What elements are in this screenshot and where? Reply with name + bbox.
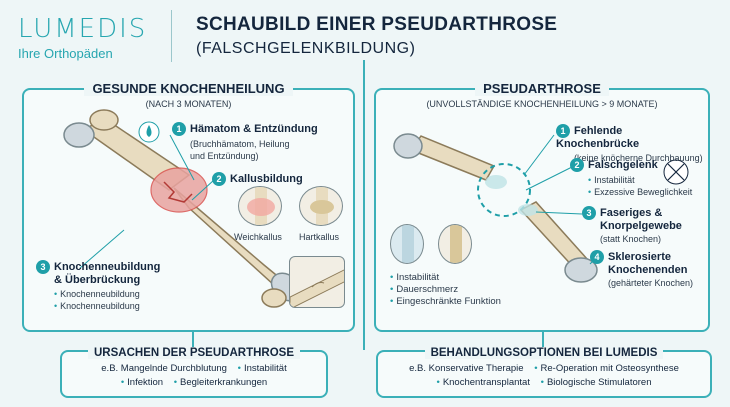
cartilage-tissue-inset [438,224,472,264]
connector-center-vertical [363,60,365,350]
pseudo-item-4-title-2: Knochenenden [608,264,688,276]
healthy-healing-heading: GESUNDE KNOCHENHEILUNG [84,81,293,96]
treatment-3: Knochentransplantat [436,377,529,388]
fibrous-tissue-inset [390,224,424,264]
healthy-item-1-title: Hämatom & Entzündung [190,122,318,135]
pseudo-item-3-title-2: Knorpelgewebe [600,220,682,232]
header-divider [171,10,172,62]
page-title: SCHAUBILD EINER PSEUDARTHROSE (FALSCHGEL… [196,14,557,58]
cause-3: Infektion [121,377,163,388]
united-bone-inset [289,256,345,308]
pseudarthrosis-heading: PSEUDARTHROSE [475,81,609,96]
healthy-item-3-title-2: & Überbrückung [54,274,141,286]
pseudo-item-4-detail: (gehärteter Knochen) [608,278,694,288]
pseudo-item-1-title: Fehlende Knochenbrücke [556,124,640,150]
hard-callus-inset [299,186,343,226]
connector-right-bottom [542,332,544,350]
treatment-1: e.B. Konservative Therapie [409,363,524,374]
pseudo-item-4: 4 Sklerosierte Knochenenden (gehärteter K… [590,250,693,289]
united-bone-image [290,269,344,307]
symptoms-list: Instabilität Dauerschmerz Eingeschränkte… [390,272,501,308]
title-line-1: SCHAUBILD EINER PSEUDARTHROSE [196,14,558,35]
logo-name: LUMEDIS [18,14,148,44]
healthy-item-1: 1 Hämatom & Entzündung (Bruchhämatom, Hei… [172,122,318,162]
symptom-2: Dauerschmerz [390,284,501,296]
cause-1: e.B. Mangelnde Durchblutung [101,363,227,374]
treatment-4: Biologische Stimulatoren [541,377,652,388]
pseudarthrosis-subheading: (UNVOLLSTÄNDIGE KNOCHENHEILUNG > 9 MONAT… [426,99,658,109]
treatment-row-1: e.B. Konservative Therapie Re-Operation … [378,363,710,374]
logo-tagline: Ihre Orthopäden [18,46,113,61]
title-line-2: (FALSCHGELENKBILDUNG) [196,40,416,57]
pseudo-step-number-3: 3 [582,206,596,220]
pseudo-item-2-detail-1: Instabilität [588,174,692,186]
healthy-item-3-detail-1: Knochenneubildung [54,288,160,300]
pseudo-item-2: 2 Falschgelenk Instabilität Exzessive Bew… [570,158,692,198]
pseudo-step-number-1: 1 [556,124,570,138]
treatment-heading: BEHANDLUNGSOPTIONEN BEI LUMEDIS [424,347,664,359]
pseudo-step-number-4: 4 [590,250,604,264]
connector-left-bottom [192,332,194,350]
pseudo-item-2-title: Falschgelenk [588,158,658,171]
pseudarthrosis-bone-illustration [393,133,689,283]
cause-2: Instabilität [238,363,287,374]
cause-4: Begleiterkrankungen [174,377,267,388]
healing-bone-illustration [63,109,302,308]
healthy-healing-panel: GESUNDE KNOCHENHEILUNG (NACH 3 MONATEN) … [22,81,355,332]
symptom-3: Eingeschränkte Funktion [390,296,501,308]
fibrous-tissue-image [402,225,414,263]
soft-callus-image [247,187,275,225]
treatment-box: BEHANDLUNGSOPTIONEN BEI LUMEDIS e.B. Kon… [376,347,712,398]
cartilage-tissue-image [450,225,462,263]
healthy-item-2-title: Kallusbildung [230,172,303,185]
step-number-2: 2 [212,172,226,186]
pseudo-step-number-2: 2 [570,158,584,172]
causes-box: URSACHEN DER PSEUDARTHROSE e.B. Mangelnd… [60,347,328,398]
pseudo-item-3-title-1: Faseriges & [600,206,663,219]
causes-heading: URSACHEN DER PSEUDARTHROSE [88,347,300,359]
hard-callus-image [310,187,334,225]
step-number-1: 1 [172,122,186,136]
causes-row-1: e.B. Mangelnde Durchblutung Instabilität [62,363,326,374]
symptom-1: Instabilität [390,272,501,284]
pseudo-item-1-detail: (keine knöcherne Durchbauung) [574,153,703,163]
healthy-item-1-detail-2: und Entzündung) [190,151,259,161]
treatment-row-2: Knochentransplantat Biologische Stimulat… [378,377,710,388]
pseudo-item-4-title-1: Sklerosierte [608,250,671,263]
pseudo-item-3: 3 Faseriges & Knorpelgewebe (statt Knoche… [582,206,682,245]
treatment-2: Re-Operation mit Osteosynthese [534,363,679,374]
soft-callus-caption: Weichkallus [234,232,282,242]
logo: LUMEDIS Ihre Orthopäden [18,14,147,61]
hard-callus-caption: Hartkallus [299,232,340,242]
healthy-item-1-detail-1: (Bruchhämatom, Heilung [190,139,290,149]
healthy-healing-subheading: (NACH 3 MONATEN) [145,99,232,109]
pseudo-item-3-detail: (statt Knochen) [600,234,662,244]
pseudo-item-2-detail-2: Exzessive Beweglichkeit [588,186,692,198]
step-number-3: 3 [36,260,50,274]
pseudarthrosis-panel: PSEUDARTHROSE (UNVOLLSTÄNDIGE KNOCHENHEI… [374,81,710,332]
causes-row-2: Infektion Begleiterkrankungen [62,377,326,388]
header: LUMEDIS Ihre Orthopäden SCHAUBILD EINER … [0,0,730,72]
soft-callus-inset [238,186,282,226]
healthy-item-2: 2 Kallusbildung [212,172,303,186]
healthy-item-3-title-1: Knochenneubildung [54,260,161,273]
healthy-item-3-detail-2: Knochenneubildung [54,300,160,312]
